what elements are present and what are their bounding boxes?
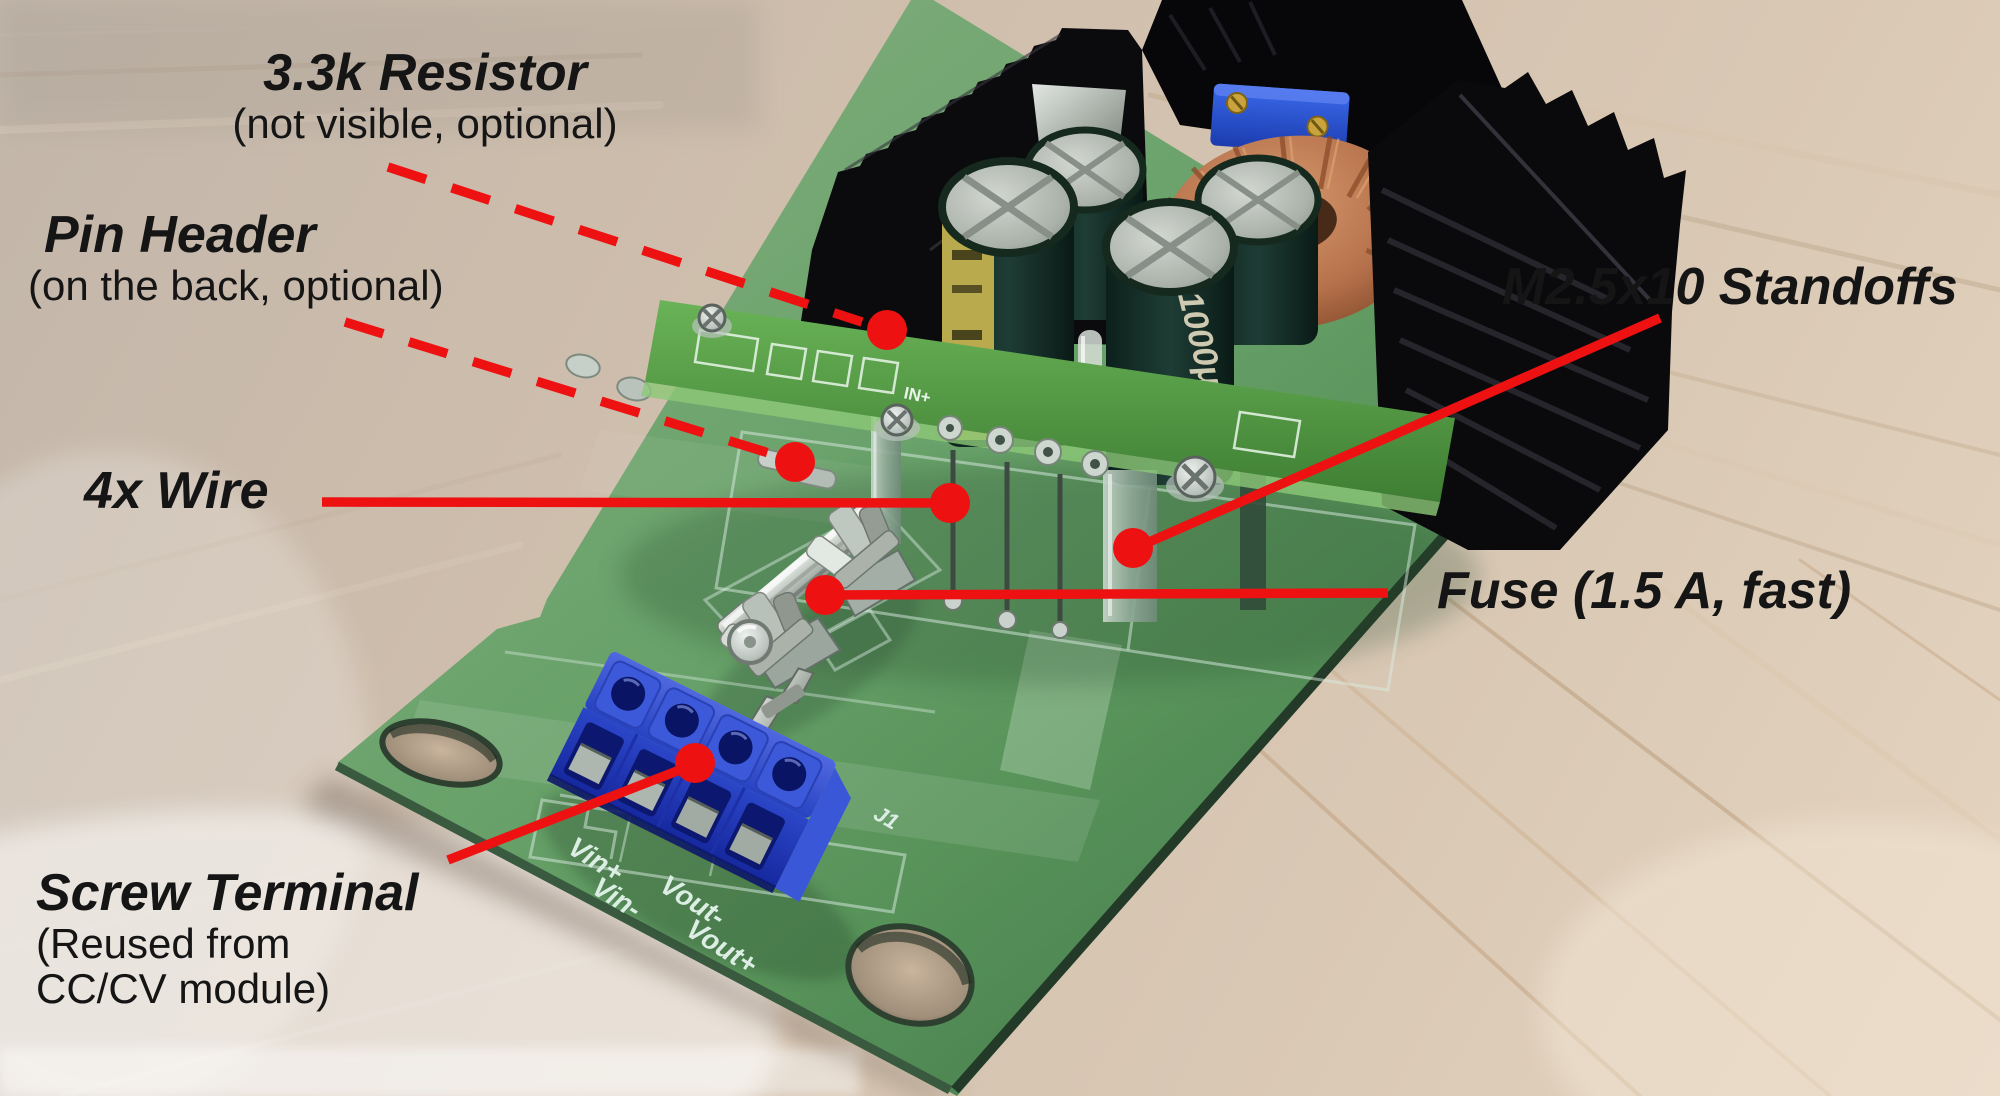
spare-fuse-clip — [747, 667, 815, 734]
pin-header-callout-line — [343, 317, 774, 459]
mounting-hole-left — [379, 718, 503, 788]
mounting-hole-bottom — [845, 923, 975, 1027]
resistor-callout-line — [386, 162, 864, 327]
label-fuse: Fuse (1.5 A, fast) — [1437, 564, 1851, 619]
label-resistor-subtitle: (not visible, optional) — [232, 99, 618, 147]
pcb-edge-front — [334, 762, 953, 1094]
terminal-screw-ports — [594, 660, 823, 810]
label-screw-terminal: Screw Terminal (Reused from CC/CV module… — [36, 866, 418, 1011]
pin-header-callout-dot — [775, 442, 815, 482]
callout-lines — [321, 162, 1662, 865]
fuse-assembly — [717, 500, 917, 734]
label-standoffs: M2.5x10 Standoffs — [1502, 260, 1958, 315]
resistor-callout-dot — [867, 310, 907, 350]
fuse-callout-dot — [805, 575, 845, 615]
module-pcb: IN+ — [641, 300, 1455, 516]
label-wire: 4x Wire — [84, 464, 269, 519]
label-screw-terminal-title: Screw Terminal — [36, 864, 419, 922]
screw-terminal-callout-dot — [675, 743, 715, 783]
label-pin-header: Pin Header (on the back, optional) — [28, 208, 444, 308]
module-pads — [937, 415, 1109, 478]
wire-callout-dot — [930, 483, 970, 523]
label-fuse-title: Fuse (1.5 A, fast) — [1437, 562, 1852, 620]
fuse-clip-right — [805, 503, 900, 589]
screw-terminal-callout-line — [446, 759, 697, 865]
standoffs-callout-dot — [1113, 528, 1153, 568]
label-pin-header-subtitle: (on the back, optional) — [28, 261, 444, 309]
label-pin-header-title: Pin Header — [44, 206, 316, 264]
label-screw-terminal-subtitle-1: (Reused from — [36, 919, 291, 967]
fuse-callout-line — [824, 588, 1389, 600]
label-resistor: 3.3k Resistor (not visible, optional) — [215, 46, 635, 146]
standoffs-callout-line — [1138, 313, 1662, 551]
label-resistor-title: 3.3k Resistor — [263, 44, 587, 102]
wire-callout-line — [321, 497, 951, 508]
callout-dots — [675, 310, 1153, 783]
buck-converter-module: 1000μF 400 — [641, 0, 1686, 639]
standoff-screws — [692, 303, 1224, 502]
label-standoffs-title: M2.5x10 Standoffs — [1502, 258, 1958, 316]
label-wire-title: 4x Wire — [84, 462, 269, 520]
label-screw-terminal-subtitle-2: CC/CV module) — [36, 964, 331, 1012]
